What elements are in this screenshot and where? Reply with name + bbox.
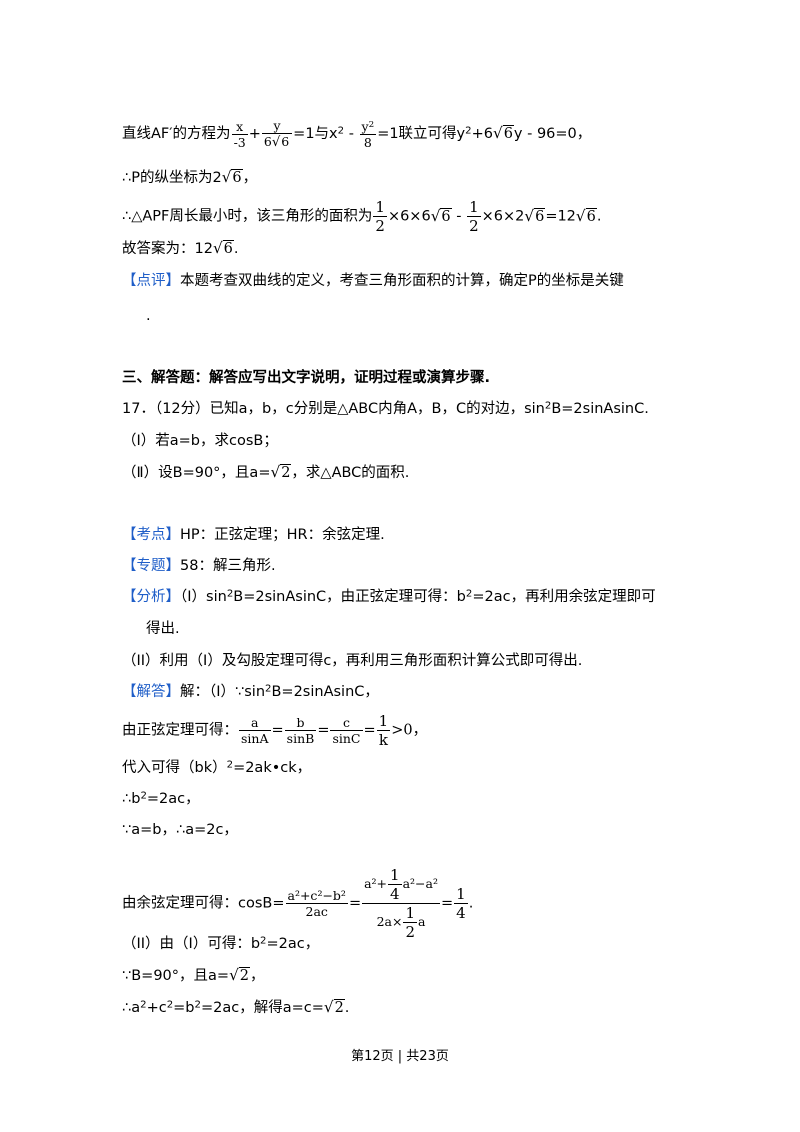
page-footer: 第12页 | 共23页 (351, 1049, 449, 1064)
solution-a-equals-2c: ∵a=b，∴a=2c， (122, 822, 238, 838)
fraction-x-over-neg3: x-3 (231, 118, 248, 150)
topic-points: 【考点】HP：正弦定理；HR：余弦定理. (122, 527, 385, 543)
question-17-part2: （Ⅱ）设B=90°，且a=√2，求△ABC的面积. (122, 463, 410, 481)
analysis-part2: （II）利用（I）及勾股定理可得c，再利用三角形面积计算公式即可得出. (122, 653, 583, 669)
solution-a-c: ∴a2+c2=b2=2ac，解得a=c=√2. (122, 998, 350, 1016)
solution-part2-start: （II）由（I）可得：b2=2ac， (122, 935, 320, 952)
solution-substitute: 代入可得（bk）2=2ak•ck， (122, 759, 312, 776)
topic-category: 【专题】58：解三角形. (122, 558, 276, 574)
tag-comment: 【点评】 (122, 273, 180, 289)
analysis-continuation: 得出. (146, 621, 180, 637)
comment-continuation: . (146, 308, 151, 324)
question-17: 17．（12分）已知a，b，c分别是△ABC内角A，B，C的对边，sin2B=2… (122, 400, 649, 417)
analysis-paragraph: 【分析】（I）sin2B=2sinAsinC，由正弦定理可得：b2=2ac，再利… (122, 588, 656, 605)
line-p-ordinate: ∴P的纵坐标为2√6， (122, 168, 258, 186)
comment-paragraph: 【点评】本题考查双曲线的定义，考查三角形面积的计算，确定P的坐标是关键 (122, 273, 624, 289)
solution-b-90: ∵B=90°，且a=√2， (122, 966, 265, 984)
solution-start: 【解答】解：（I）∵sin2B=2sinAsinC， (122, 683, 379, 700)
line-answer: 故答案为：12√6. (122, 239, 239, 257)
question-17-part1: （Ⅰ）若a=b，求cosB； (122, 433, 278, 449)
solution-b-squared: ∴b2=2ac， (122, 790, 200, 807)
section-title: 三、解答题：解答应写出文字说明，证明过程或演算步骤. (122, 370, 491, 386)
